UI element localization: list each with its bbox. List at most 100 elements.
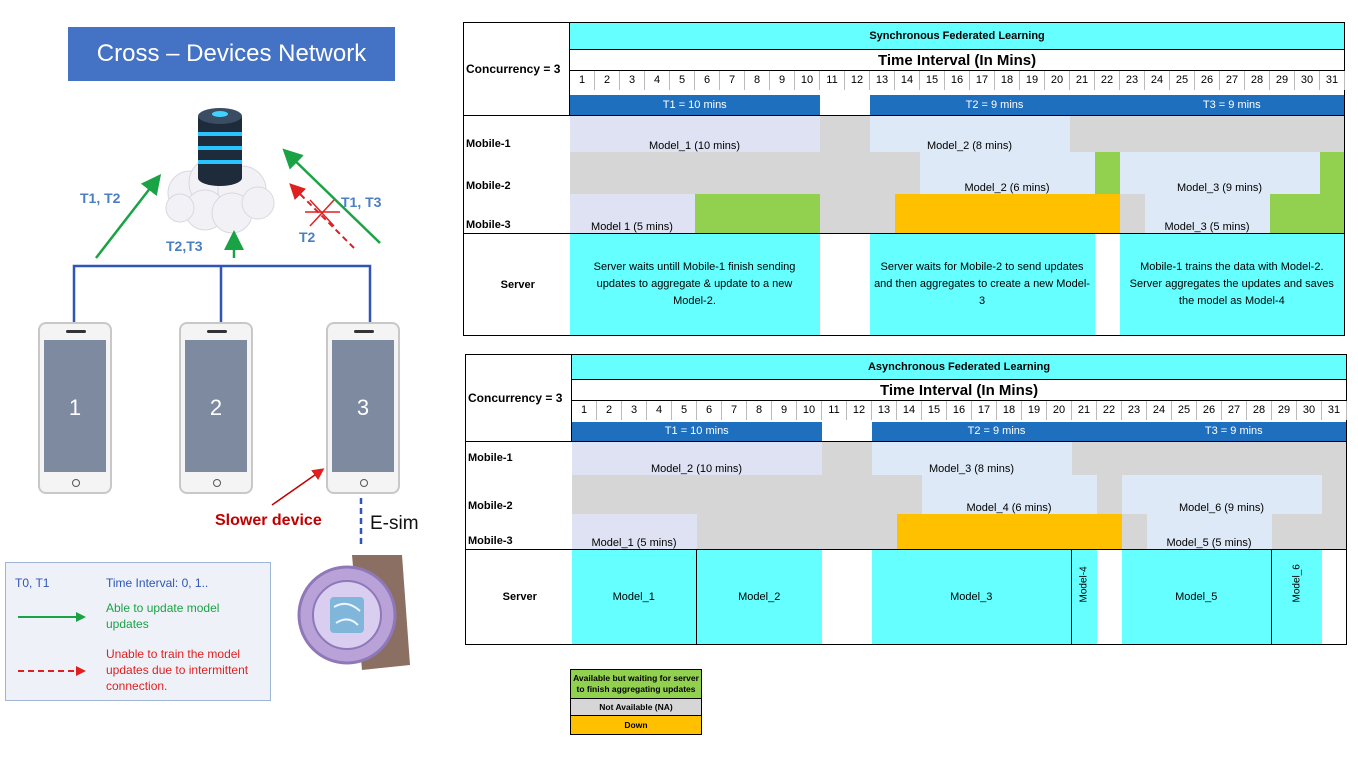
red-dashed-arrow-icon — [18, 666, 86, 676]
async-subtitle: Time Interval (In Mins) — [571, 379, 1347, 401]
phone-1-label: 1 — [68, 395, 82, 420]
async-server-model1: Model_1 — [571, 549, 697, 645]
sync-row-mobile-2: Mobile-2 — [466, 179, 511, 192]
time-number-cell: 4 — [646, 400, 672, 420]
time-number-cell: 13 — [869, 70, 895, 90]
network-title: Cross – Devices Network — [68, 27, 395, 81]
async-m1-model3: Model_3 (8 mins) — [871, 441, 1072, 475]
time-number-cell: 20 — [1046, 400, 1072, 420]
sync-row-mobile-1: Mobile-1 — [463, 115, 570, 152]
legend-t0t1: T0, T1 — [15, 576, 50, 590]
time-number-cell: 30 — [1296, 400, 1322, 420]
time-number-cell: 1 — [569, 70, 595, 90]
sync-title: Synchronous Federated Learning — [569, 22, 1345, 50]
time-number-cell: 31 — [1320, 400, 1348, 420]
time-number-cell: 26 — [1196, 400, 1222, 420]
sync-t1: T1 = 10 mins — [569, 94, 820, 116]
async-server-model6: Model_6 — [1291, 563, 1303, 602]
time-number-cell: 10 — [794, 70, 820, 90]
sync-m1-model1: Model_1 (10 mins) — [569, 115, 820, 152]
time-number-cell: 21 — [1071, 400, 1097, 420]
sync-grid: Concurrency = 3 Synchronous Federated Le… — [463, 22, 1346, 336]
async-server-model4-cell: Model-4 — [1071, 549, 1097, 645]
network-connections — [72, 148, 381, 545]
time-number-cell: 8 — [746, 400, 772, 420]
sync-row-mobile-3: Mobile-3 — [466, 219, 511, 231]
time-number-cell: 18 — [994, 70, 1020, 90]
time-number-cell: 5 — [671, 400, 697, 420]
time-number-cell: 19 — [1021, 400, 1047, 420]
time-number-cell: 28 — [1244, 70, 1270, 90]
time-number-cell: 26 — [1194, 70, 1220, 90]
time-number-cell: 12 — [846, 400, 872, 420]
time-number-cell: 31 — [1318, 70, 1346, 90]
time-number-cell: 27 — [1219, 70, 1245, 90]
async-row-mobile-2: Mobile-2 — [468, 499, 513, 512]
time-number-cell: 14 — [896, 400, 922, 420]
sync-m2-model3: Model_3 (9 mins) — [1119, 151, 1320, 194]
legend-down: Down — [571, 716, 701, 734]
sync-server-t1: Server waits untill Mobile-1 finish send… — [569, 233, 820, 336]
sync-m2-model2: Model_2 (6 mins) — [919, 151, 1095, 194]
async-m2-model4: Model_4 (6 mins) — [921, 474, 1097, 514]
sync-m1-model2: Model_2 (8 mins) — [869, 115, 1070, 152]
legend-time-interval: Time Interval: 0, 1.. — [106, 576, 209, 590]
async-server-model3: Model_3 — [871, 549, 1072, 645]
time-number-cell: 22 — [1096, 400, 1122, 420]
time-number-cell: 23 — [1119, 70, 1145, 90]
label-t1-t2: T1, T2 — [80, 190, 121, 206]
time-number-cell: 1 — [571, 400, 597, 420]
phone-2: 2 — [179, 322, 253, 494]
async-row-mobile-3: Mobile-3 — [468, 535, 513, 547]
sync-concurrency: Concurrency = 3 — [463, 22, 570, 116]
sync-row-server: Server — [463, 233, 570, 336]
time-number-cell: 20 — [1044, 70, 1070, 90]
async-m3-model1: Model_1 (5 mins) — [571, 513, 697, 550]
time-number-cell: 7 — [719, 70, 745, 90]
sync-server-t2: Server waits for Mobile-2 to send update… — [869, 233, 1095, 336]
time-number-cell: 17 — [969, 70, 995, 90]
label-t1-t3: T1, T3 — [341, 194, 382, 210]
phone-3-label: 3 — [356, 395, 370, 420]
async-t3: T3 = 9 mins — [1121, 421, 1347, 442]
sync-t3: T3 = 9 mins — [1119, 94, 1345, 116]
time-number-cell: 9 — [771, 400, 797, 420]
label-t2-t3: T2,T3 — [166, 238, 203, 254]
esim-label: E-sim — [370, 513, 419, 534]
time-number-cell: 14 — [894, 70, 920, 90]
legend-available: Available but waiting for server to fini… — [571, 670, 701, 699]
time-number-cell: 11 — [821, 400, 847, 420]
async-server-model4: Model-4 — [1078, 565, 1090, 602]
time-number-cell: 4 — [644, 70, 670, 90]
time-number-cell: 22 — [1094, 70, 1120, 90]
time-number-cell: 17 — [971, 400, 997, 420]
time-number-cell: 29 — [1269, 70, 1295, 90]
async-server-model6-cell: Model_6 — [1271, 549, 1322, 645]
time-number-cell: 30 — [1294, 70, 1320, 90]
label-t2: T2 — [299, 229, 316, 245]
phone-3: 3 — [326, 322, 400, 494]
time-number-cell: 15 — [919, 70, 945, 90]
async-row-server: Server — [465, 549, 572, 645]
async-m3-model5: Model_5 (5 mins) — [1146, 513, 1272, 550]
time-number-cell: 27 — [1221, 400, 1247, 420]
sync-subtitle: Time Interval (In Mins) — [569, 49, 1345, 71]
time-number-cell: 21 — [1069, 70, 1095, 90]
phone-1: 1 — [38, 322, 112, 494]
legend-able: Able to update model updates — [106, 601, 220, 631]
async-m2-model6: Model_6 (9 mins) — [1121, 474, 1322, 514]
async-t1: T1 = 10 mins — [571, 421, 822, 442]
time-number-cell: 11 — [819, 70, 845, 90]
time-number-cell: 25 — [1169, 70, 1195, 90]
async-title: Asynchronous Federated Learning — [571, 354, 1347, 380]
cloud-server-icon — [165, 108, 275, 234]
time-number-cell: 2 — [594, 70, 620, 90]
async-t2: T2 = 9 mins — [871, 421, 1122, 442]
legend-unable: Unable to train the model updates due to… — [106, 647, 249, 693]
time-number-cell: 28 — [1246, 400, 1272, 420]
time-number-cell: 10 — [796, 400, 822, 420]
sync-t2: T2 = 9 mins — [869, 94, 1120, 116]
async-server-model2: Model_2 — [696, 549, 822, 645]
time-number-cell: 3 — [619, 70, 645, 90]
